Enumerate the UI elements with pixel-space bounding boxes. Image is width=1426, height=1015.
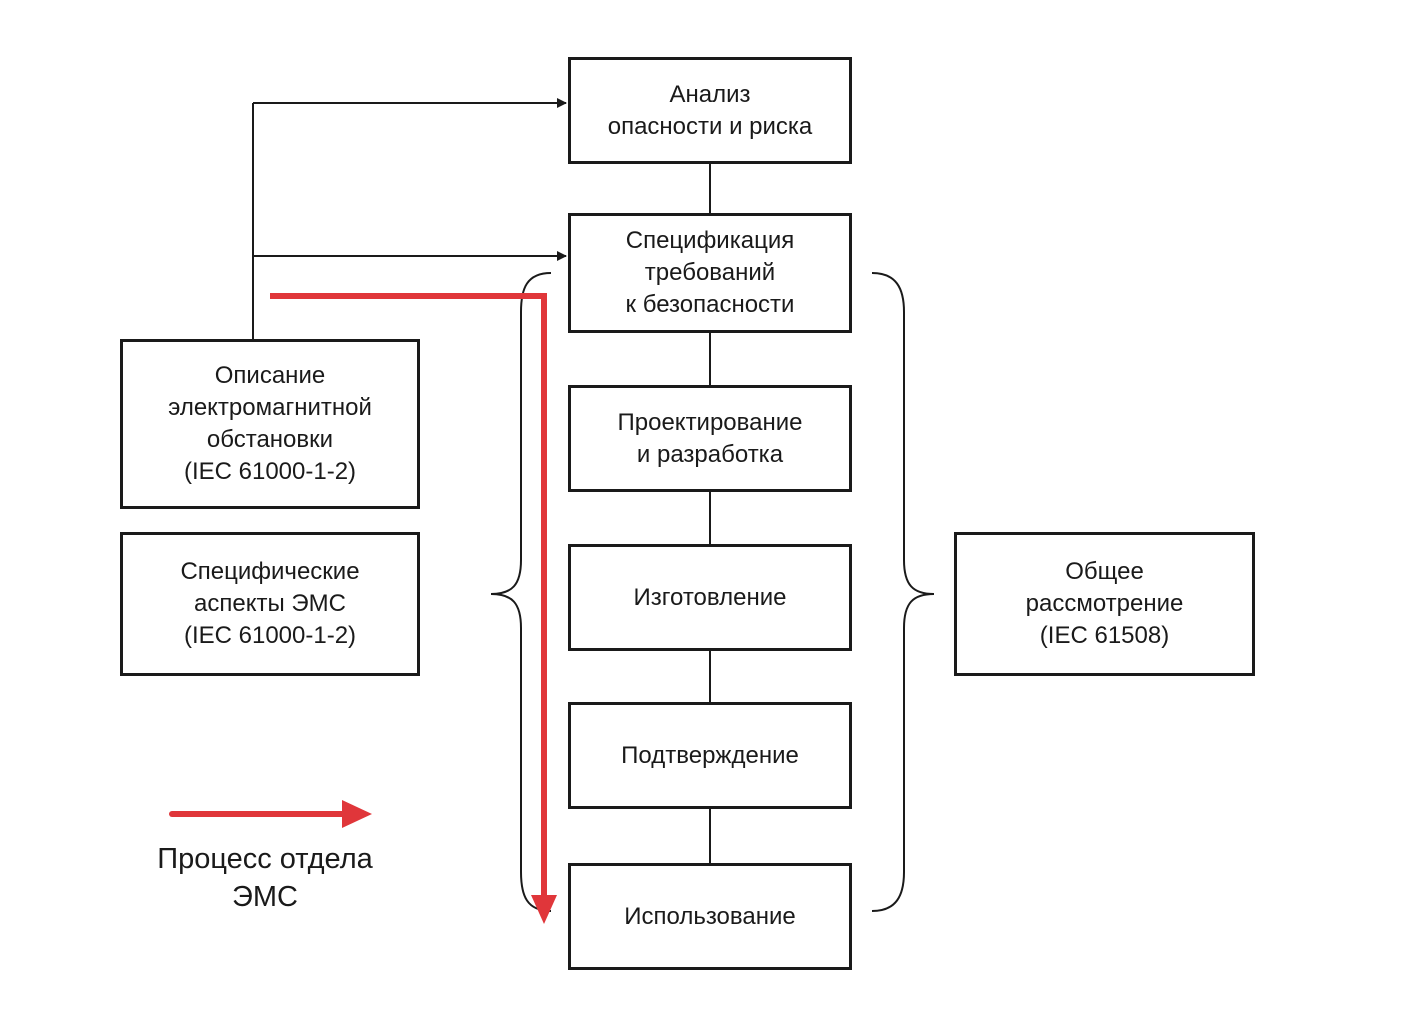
box-general-consideration-line1: Общее xyxy=(1065,558,1144,585)
box-em-environment-line2: электромагнитной xyxy=(168,394,372,421)
legend-label-line1: Процесс отдела xyxy=(157,843,373,875)
right-brace xyxy=(871,272,935,912)
box-design-development-line1: Проектирование xyxy=(617,408,803,436)
box-design-development: Проектирование и разработка xyxy=(568,385,852,492)
legend-label: Процесс отдела ЭМС xyxy=(130,840,400,916)
box-hazard-risk-analysis-line2: опасности и риска xyxy=(607,112,813,140)
emc-process-path xyxy=(270,293,547,898)
box-manufacture-label: Изготовление xyxy=(633,583,787,611)
box-em-environment-line3: обстановки xyxy=(206,426,334,453)
box-em-environment-line1: Описание xyxy=(214,362,326,389)
box-specific-emc-aspects-line2: аспекты ЭМС xyxy=(194,590,346,617)
box-em-environment-description: Описание электромагнитной обстановки (IE… xyxy=(120,339,420,509)
box-specific-emc-aspects-line3: (IEC 61000-1-2) xyxy=(183,622,357,649)
box-general-consideration-line3: (IEC 61508) xyxy=(1039,622,1170,649)
box-hazard-risk-analysis: Анализ опасности и риска xyxy=(568,57,852,164)
box-safety-requirements-spec: Спецификация требований к безопасности xyxy=(568,213,852,333)
box-general-consideration-line2: рассмотрение xyxy=(1025,590,1184,617)
box-general-consideration: Общее рассмотрение (IEC 61508) xyxy=(954,532,1255,676)
box-hazard-risk-analysis-line1: Анализ xyxy=(669,80,751,108)
box-validation-label: Подтверждение xyxy=(621,741,799,769)
box-manufacture: Изготовление xyxy=(568,544,852,651)
box-operation: Использование xyxy=(568,863,852,970)
legend-label-line2: ЭМС xyxy=(232,881,298,913)
box-operation-label: Использование xyxy=(624,902,796,930)
emc-process-arrowhead xyxy=(531,895,557,924)
box-specific-emc-aspects: Специфические аспекты ЭМС (IEC 61000-1-2… xyxy=(120,532,420,676)
box-validation: Подтверждение xyxy=(568,702,852,809)
box-safety-requirements-spec-line1: Спецификация xyxy=(625,227,795,254)
legend-arrowhead xyxy=(342,800,372,828)
box-design-development-line2: и разработка xyxy=(636,440,784,468)
box-specific-emc-aspects-line1: Специфические xyxy=(180,558,360,585)
box-safety-requirements-spec-line3: к безопасности xyxy=(625,291,795,318)
box-safety-requirements-spec-line2: требований xyxy=(644,259,776,286)
box-em-environment-line4: (IEC 61000-1-2) xyxy=(183,458,357,485)
